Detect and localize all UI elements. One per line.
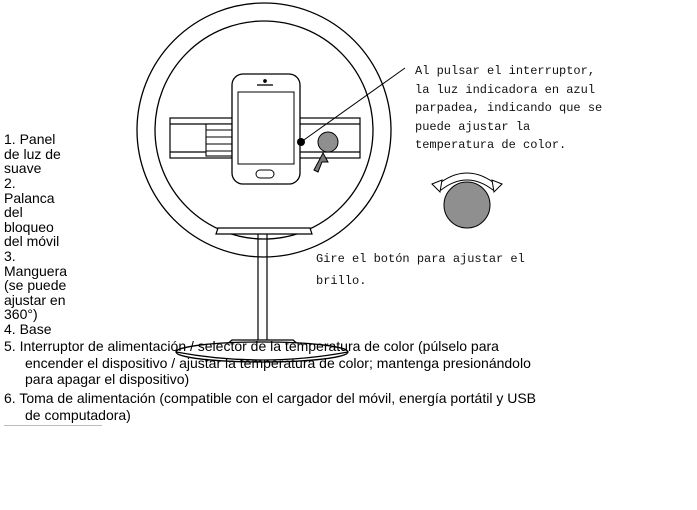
part-item-3-line: ajustar en — [4, 291, 66, 308]
power-switch-button — [317, 131, 339, 153]
part-item-6-line: de computadora) — [25, 406, 131, 423]
part-item-4: 4. Base — [4, 321, 52, 337]
part-item-3-line: 3. — [4, 248, 16, 264]
part-item-1: 1. Panel de luz de suave — [4, 132, 104, 176]
part-item-6: 6. Toma de alimentación (compatible con … — [4, 390, 694, 423]
part-item-2: 2. Palanca del bloqueo del móvil — [4, 176, 104, 249]
switch-callout-line: Al pulsar el interruptor, — [415, 64, 596, 78]
ring-bottom-mount — [215, 227, 313, 235]
gooseneck-hose — [257, 234, 268, 340]
phone-lock-lever — [205, 123, 233, 157]
part-item-5: 5. Interruptor de alimentación / selecto… — [4, 338, 694, 388]
press-arrow-icon — [313, 151, 329, 173]
part-item-3: 3. Manguera (se puede ajustar en 360°) — [4, 249, 104, 322]
part-item-1-line: 1. Panel — [4, 131, 56, 147]
part-item-5-line: encender el dispositivo / ajustar la tem… — [25, 354, 531, 371]
switch-callout-line: temperatura de color. — [415, 138, 567, 152]
switch-callout-line: la luz indicadora en azul — [415, 82, 596, 97]
part-item-1-line: suave — [4, 160, 42, 177]
brightness-knob — [443, 181, 491, 229]
part-item-2-line: Palanca — [4, 189, 55, 206]
part-item-3-line: Manguera — [4, 262, 68, 279]
part-item-5-line: para apagar el dispositivo) — [25, 371, 190, 387]
knob-callout-line: brillo. — [316, 274, 367, 288]
part-item-2-line: del — [4, 204, 23, 221]
divider — [4, 425, 102, 426]
ring-light-panel — [136, 2, 392, 258]
part-item-3-line: (se puede — [4, 277, 67, 294]
part-item-6-line: 6. Toma de alimentación (compatible con … — [4, 390, 537, 406]
part-item-5-line: 5. Interruptor de alimentación / selecto… — [4, 338, 499, 354]
part-item-2-line: del móvil — [4, 233, 60, 250]
rotate-arrow-icon — [431, 172, 503, 194]
stand-base — [175, 339, 349, 363]
phone — [231, 73, 301, 185]
part-item-2-line: bloqueo — [4, 218, 54, 235]
part-item-1-line: de luz de — [4, 145, 61, 162]
knob-callout: Gire el botón para ajustar el brillo. — [316, 248, 525, 292]
part-item-2-line: 2. — [4, 175, 16, 191]
switch-callout-line: puede ajustar la — [415, 119, 531, 134]
part-item-3-line: 360°) — [4, 306, 38, 323]
knob-callout-line: Gire el botón para ajustar el — [316, 252, 525, 266]
switch-callout: Al pulsar el interruptor, la luz indicad… — [415, 62, 602, 155]
switch-callout-line: parpadea, indicando que se — [415, 101, 603, 115]
